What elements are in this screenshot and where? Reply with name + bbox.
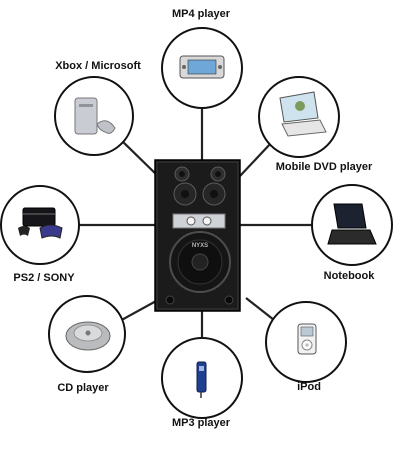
label-xbox-microsoft: Xbox / Microsoft xyxy=(55,60,141,72)
label-cd-player: CD player xyxy=(57,382,109,394)
notebook-laptop-icon xyxy=(327,203,377,245)
ipod-icon xyxy=(297,323,317,355)
label-notebook: Notebook xyxy=(323,270,375,282)
label-mp3-player: MP3 player xyxy=(171,417,231,429)
mp4-player-icon xyxy=(179,55,225,79)
connector-ipod xyxy=(245,297,275,321)
speaker-brand-logo: NYXS xyxy=(192,243,208,249)
ps2-console-icon xyxy=(18,207,63,239)
dvd-player-icon xyxy=(279,91,327,137)
label-ipod: iPod xyxy=(297,381,321,393)
connector-xbox xyxy=(120,139,161,179)
connector-cd xyxy=(117,299,159,323)
cd-player-icon xyxy=(65,321,111,351)
label-mobile-dvd-player: Mobile DVD player xyxy=(275,161,373,173)
xbox-console-icon xyxy=(74,97,116,135)
mp3-player-icon xyxy=(196,361,207,398)
label-ps2-sony: PS2 / SONY xyxy=(13,272,75,284)
speaker-cabinet: NYXS xyxy=(154,159,241,312)
connector-dvd xyxy=(239,141,273,177)
label-mp4-player: MP4 player xyxy=(171,8,231,20)
